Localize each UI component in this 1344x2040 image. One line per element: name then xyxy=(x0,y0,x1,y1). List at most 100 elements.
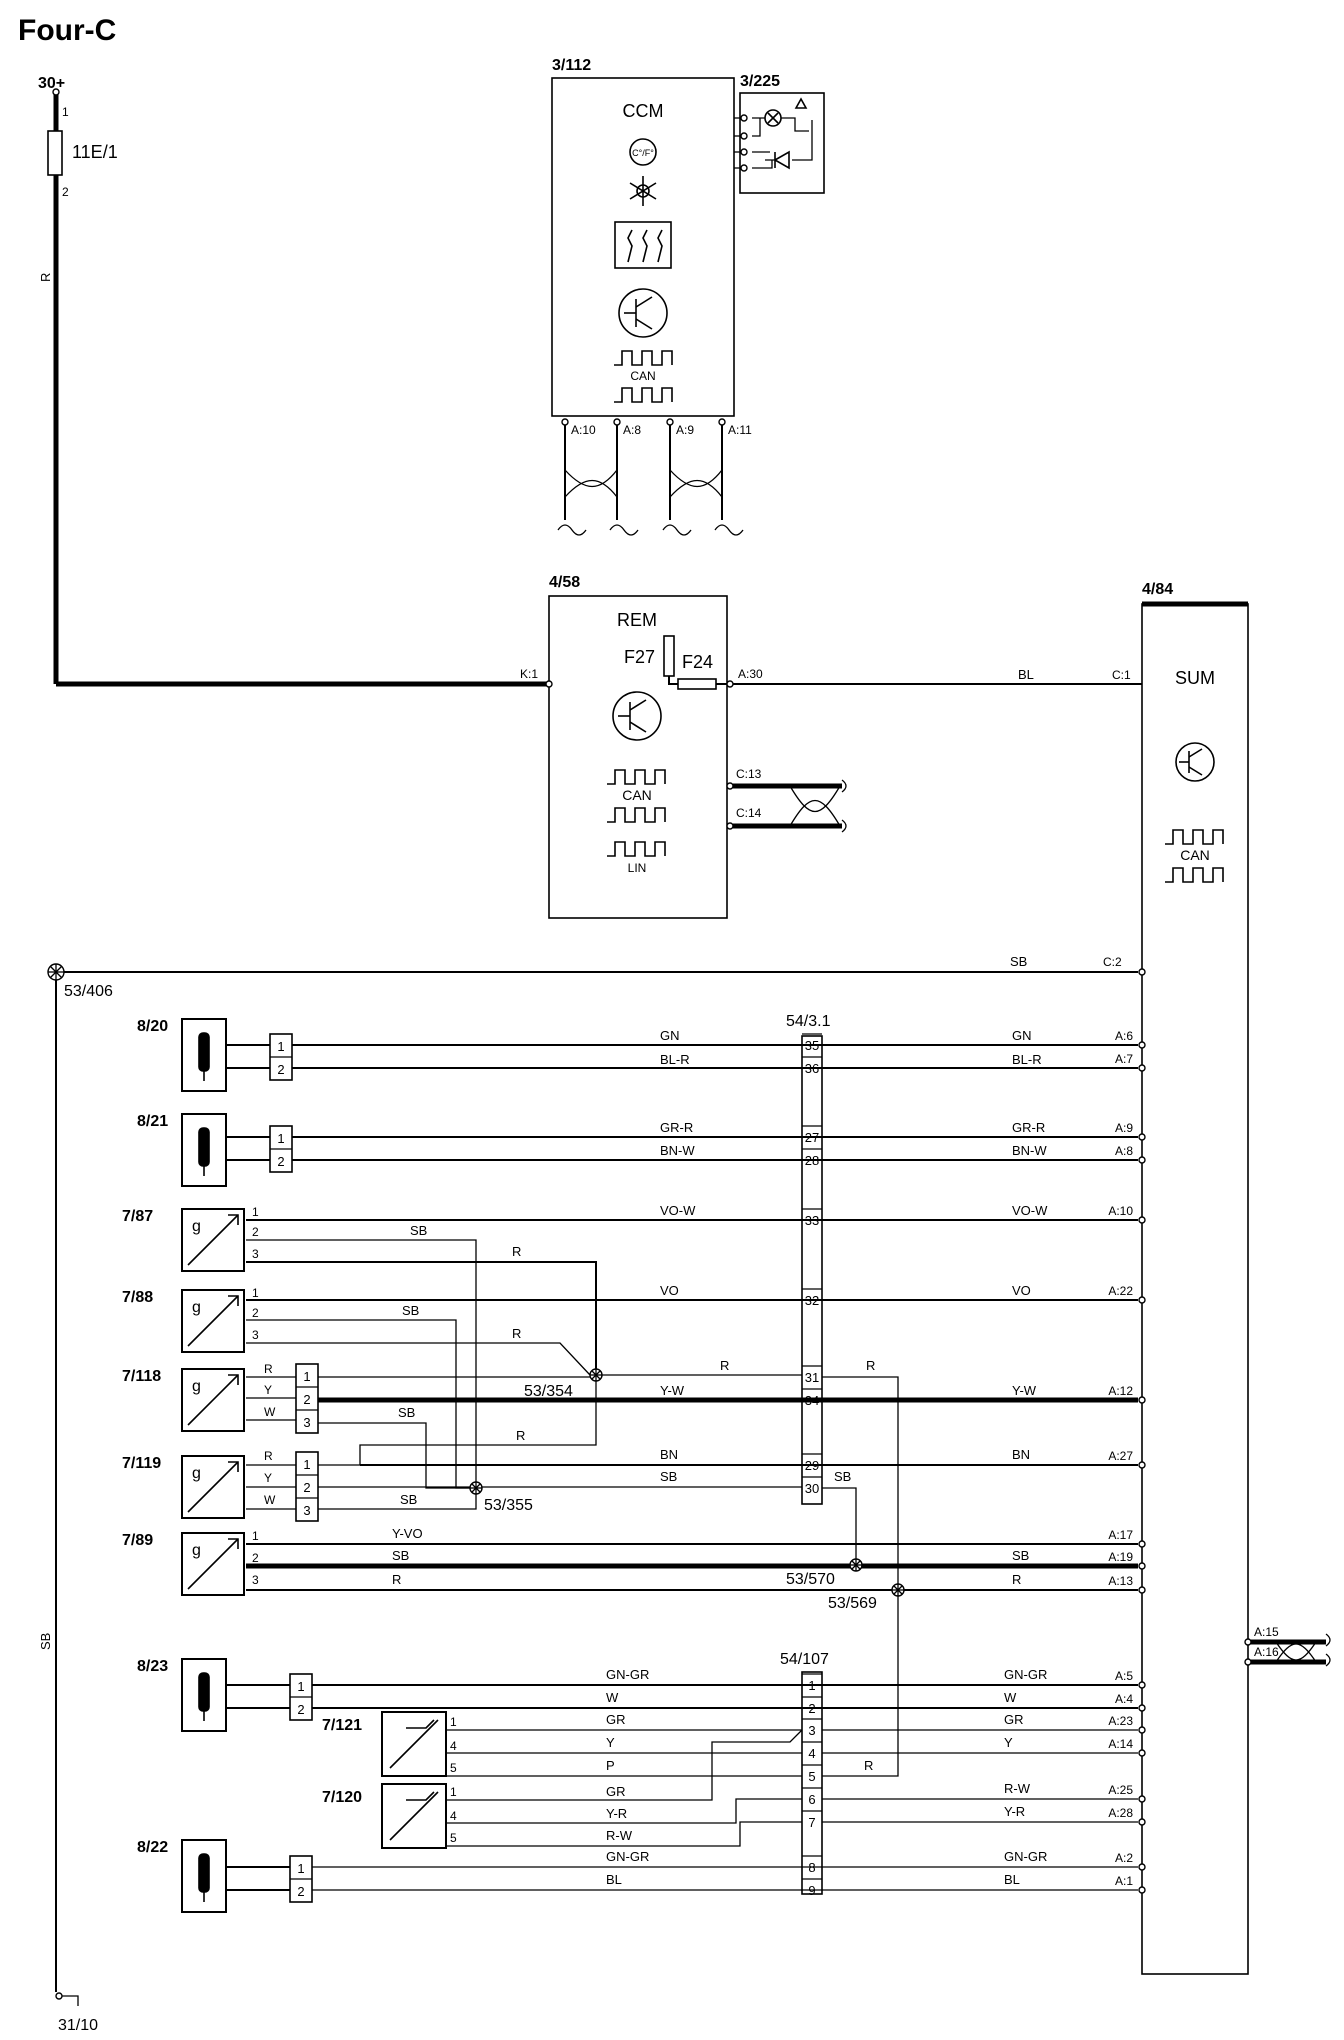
component-7-88-label: 7/88 xyxy=(122,1289,153,1306)
component-8-23-label: 8/23 xyxy=(137,1658,168,1675)
svg-text:CAN: CAN xyxy=(622,787,652,803)
wire xyxy=(226,1044,270,1069)
sum-pin xyxy=(1138,1586,1146,1594)
sum-pin xyxy=(1138,1296,1146,1304)
wire-label: GN xyxy=(660,1028,680,1043)
sum-pin-label: A:27 xyxy=(1108,1449,1133,1463)
wire-label: SB xyxy=(1012,1548,1029,1563)
component-7-121 xyxy=(381,1711,447,1777)
svg-text:A:8: A:8 xyxy=(623,423,641,437)
wire-label: Y xyxy=(606,1735,615,1750)
wire-label: SB xyxy=(410,1223,427,1238)
component-7-120 xyxy=(381,1783,447,1849)
wire-label: Y xyxy=(264,1383,272,1397)
component-7-87-label: 7/87 xyxy=(122,1208,153,1225)
wire-label: BL-R xyxy=(1012,1052,1042,1067)
wire-label: SB xyxy=(660,1469,677,1484)
connector-pin-label: 33 xyxy=(805,1213,819,1228)
sum-pin-label: A:23 xyxy=(1108,1714,1133,1728)
wire-label: SB xyxy=(398,1405,415,1420)
wire xyxy=(226,1866,290,1891)
wire xyxy=(822,1376,899,1590)
sum-pin xyxy=(1138,1749,1146,1757)
local-pin-label: 1 xyxy=(297,1679,304,1694)
sum-pin-label: A:1 xyxy=(1115,1874,1133,1888)
svg-text:A:11: A:11 xyxy=(728,423,752,437)
svg-text:K:1: K:1 xyxy=(520,667,538,681)
label-layer: 8/2012GNBL-R3536GNBL-RA:6A:78/2112GR-RBN… xyxy=(122,1018,1133,1899)
connector-54-3-1-label: 54/3.1 xyxy=(786,1013,831,1030)
wire-label: VO-W xyxy=(1012,1203,1048,1218)
rem-lin-icon: LIN xyxy=(607,841,666,875)
wire-label: Y-R xyxy=(1004,1804,1025,1819)
svg-text:3/225: 3/225 xyxy=(740,73,780,90)
connector-pin-label: 7 xyxy=(808,1815,815,1830)
svg-text:53/406: 53/406 xyxy=(64,983,113,1000)
svg-text:C:1: C:1 xyxy=(1112,668,1131,682)
supply-terminal xyxy=(52,88,60,96)
wire-label: 4 xyxy=(450,1809,457,1823)
wire-label: R-W xyxy=(1004,1781,1031,1796)
wire-label: 5 xyxy=(450,1761,457,1775)
sum-pin xyxy=(1138,1704,1146,1712)
temperature-icon xyxy=(629,138,657,166)
wire xyxy=(246,1464,296,1510)
wire-label: W xyxy=(606,1690,619,1705)
wire-label: 3 xyxy=(252,1573,259,1587)
rem-box xyxy=(548,595,728,919)
svg-text:LIN: LIN xyxy=(628,861,647,875)
splice-53-355-label: 53/355 xyxy=(484,1497,533,1514)
sum-pin-label: A:6 xyxy=(1115,1029,1133,1043)
wire xyxy=(446,1729,803,1801)
sum-pin xyxy=(1138,1795,1146,1803)
control-panel-3-225: 3/225 xyxy=(734,73,825,194)
sum-pin-label: A:14 xyxy=(1108,1737,1133,1751)
wire xyxy=(246,1261,597,1375)
wire-label: BL-R xyxy=(660,1052,690,1067)
connector-54-107 xyxy=(801,1671,823,1895)
connector-pin-label: 30 xyxy=(805,1481,819,1496)
wire-label: 1 xyxy=(252,1286,259,1300)
wire-label: 3 xyxy=(252,1328,259,1342)
sum-pin xyxy=(1138,1863,1146,1871)
sum-can-icon: CAN xyxy=(1165,829,1224,883)
ground-bus: C:2 SB 53/406 SB 31/10 xyxy=(38,954,1146,2034)
connector-7-118 xyxy=(295,1363,319,1434)
wire-label: R xyxy=(866,1358,875,1373)
component-7-120-label: 7/120 xyxy=(322,1789,362,1806)
sum-pin-label: A:12 xyxy=(1108,1384,1133,1398)
motor-glyph: g xyxy=(192,1542,201,1559)
sum-pin xyxy=(1138,1562,1146,1570)
wire xyxy=(226,1684,290,1709)
wire-label: 3 xyxy=(252,1247,259,1261)
wire-label: SB xyxy=(402,1303,419,1318)
wire-label: BN-W xyxy=(660,1143,695,1158)
wire-label: SB xyxy=(400,1492,417,1507)
connector-pin-label: 2 xyxy=(808,1701,815,1716)
wire-label: GN-GR xyxy=(1004,1667,1047,1682)
wire xyxy=(246,1376,296,1421)
svg-text:C:2: C:2 xyxy=(1103,955,1122,969)
wire-label: Y xyxy=(1004,1735,1013,1750)
svg-text:C:14: C:14 xyxy=(736,806,762,820)
connector-pin-label: 36 xyxy=(805,1061,819,1076)
wire-label: VO xyxy=(660,1283,679,1298)
sum-pin xyxy=(1138,1133,1146,1141)
wire-label: GN-GR xyxy=(1004,1849,1047,1864)
warning-icon xyxy=(794,97,808,109)
component-7-87 xyxy=(181,1208,245,1272)
connector-54-3-1 xyxy=(801,1035,823,1505)
sum-module: 4/84 SUM C:1 CAN A:15 A:16 xyxy=(1112,581,1331,1975)
sum-pin xyxy=(1138,1064,1146,1072)
sum-box xyxy=(1141,603,1249,1975)
component-8-21-label: 8/21 xyxy=(137,1113,168,1130)
local-pin-label: 2 xyxy=(303,1392,310,1407)
wire-label: 2 xyxy=(252,1225,259,1239)
component-8-21 xyxy=(181,1113,227,1187)
connector-pin-label: 27 xyxy=(805,1130,819,1145)
splice-53-569-label: 53/569 xyxy=(828,1595,877,1612)
wire xyxy=(246,1239,477,1488)
local-pin-label: 1 xyxy=(277,1039,284,1054)
sum-pin-label: A:7 xyxy=(1115,1052,1133,1066)
wire-label: GN-GR xyxy=(606,1667,649,1682)
